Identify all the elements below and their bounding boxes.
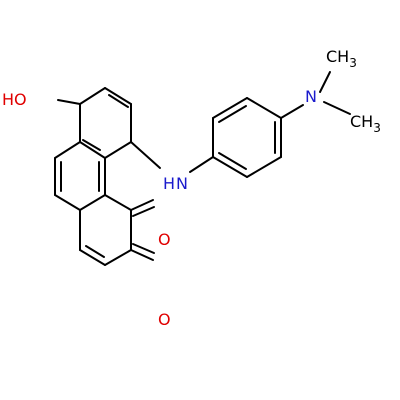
bond [212,156,248,178]
methyl-right-label: CH3 [350,112,381,135]
bond-double-inner [108,94,129,108]
methyl-top-subscript: 3 [349,56,357,70]
bond-to-methyl-top [319,71,331,93]
bond [79,194,106,211]
dimethyl-n-label: N [305,87,317,106]
bond-double-inner [82,139,101,151]
bond [104,141,132,159]
bond [54,194,81,211]
bond-double-inner [218,105,247,123]
bond [212,97,248,119]
methyl-right-subscript: 3 [373,121,381,135]
bond-to-hydroxyl [57,99,81,105]
bond [104,87,132,105]
methyl-top-label: CH3 [326,47,357,70]
bond-double-inner [85,245,105,258]
carbonyl-lower-label: O [158,310,171,329]
bond-to-methyl-right [323,101,351,115]
bond [79,249,106,266]
bond-carbonyl-lower [130,249,154,261]
bond-carbonyl-lower-double [132,243,155,254]
atom-labels: HO H N N CH3 CH3 O O [2,47,381,329]
methyl-right-text: CH [350,112,373,131]
bond-skeleton [54,71,351,266]
bond [104,249,132,266]
bond [54,141,81,159]
amine-h-label: H [163,174,175,193]
bond-carbonyl-upper-double [132,206,155,217]
methyl-top-text: CH [326,47,349,66]
bond-amine-to-phenyl [189,156,214,173]
bond [246,156,282,178]
bond [104,194,132,211]
amine-n-label: N [176,174,188,193]
bond-to-dimethyl-n [280,104,304,119]
bond [79,141,106,159]
carbonyl-upper-label: O [158,230,171,249]
bond [79,87,106,105]
hydroxyl-label: HO [2,90,27,109]
bond-double-inner [218,152,247,170]
bond [246,97,282,119]
bond-to-amine [130,141,161,169]
bond-carbonyl-upper [130,199,154,211]
